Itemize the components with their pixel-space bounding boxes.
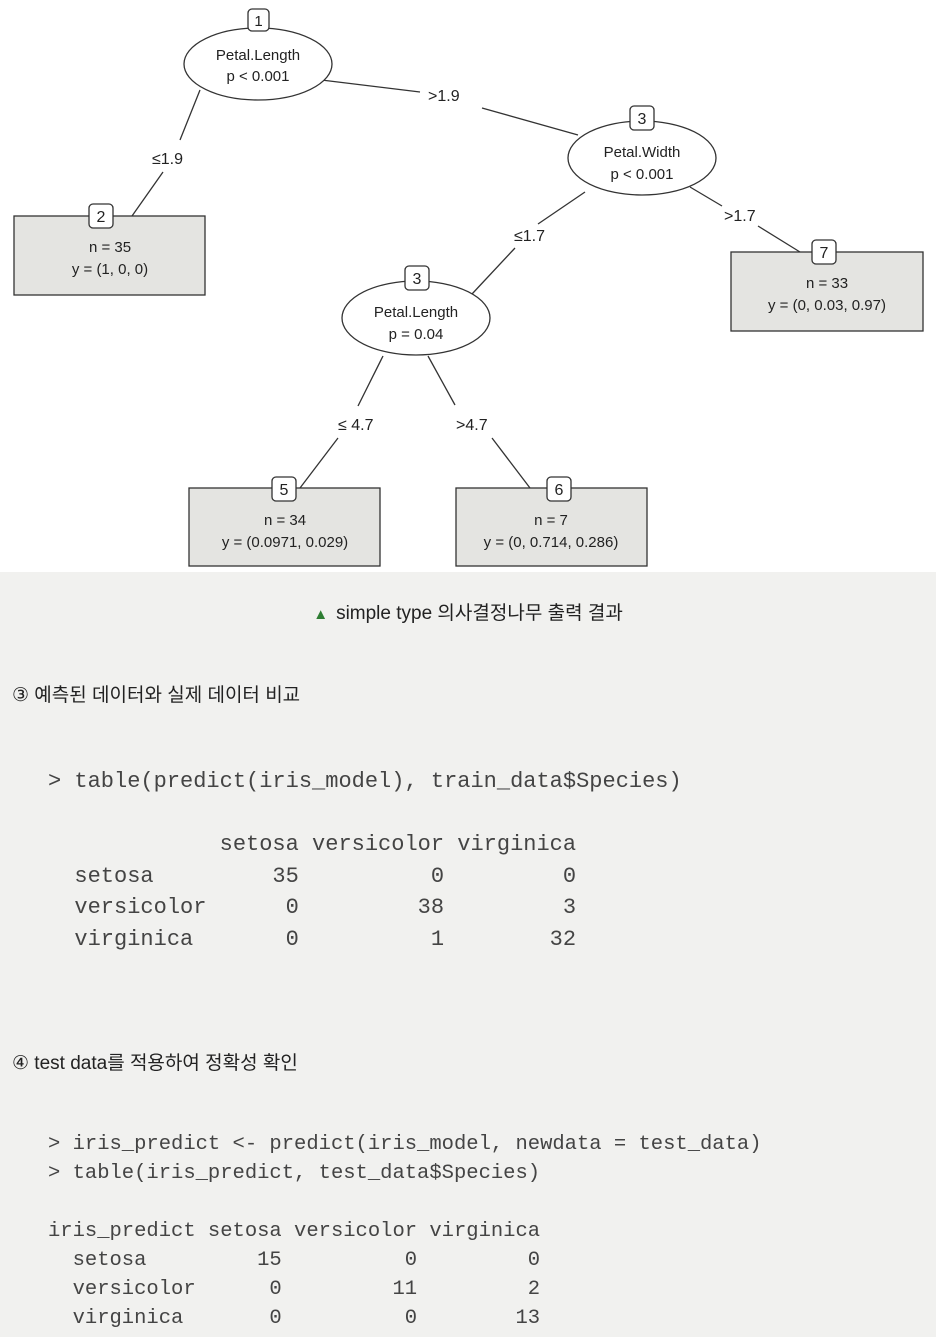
edge-label-le1.7: ≤1.7 [514, 228, 545, 245]
node-y: y = (0, 0.714, 0.286) [484, 534, 619, 551]
decision-tree-diagram: >1.9 ≤1.9 ≤1.7 >1.7 ≤ 4.7 >4.7 1 Petal.L… [13, 8, 924, 567]
node-variable: Petal.Length [216, 47, 300, 64]
edge-3-3b [471, 247, 516, 295]
edge-label-gt4.7: >4.7 [456, 417, 488, 434]
node-p-value: p < 0.001 [611, 166, 674, 183]
edge-3b-5b [299, 437, 339, 489]
node-p-value: p < 0.001 [227, 68, 290, 85]
node-id: 3 [413, 271, 422, 288]
step4-code-block: > iris_predict <- predict(iris_model, ne… [48, 1133, 762, 1330]
edge-1-2b [131, 171, 164, 217]
figure-caption: ▲ simple type 의사결정나무 출력 결과 [0, 598, 936, 625]
node-id: 6 [555, 482, 564, 499]
tree-node-5: 5 n = 34 y = (0.0971, 0.029) [188, 476, 381, 567]
node-id: 2 [97, 209, 106, 226]
node-id: 7 [820, 245, 829, 262]
edge-label-le4.7: ≤ 4.7 [338, 417, 374, 434]
edge-label-gt1.9: >1.9 [428, 88, 460, 105]
step4-title: ④ test data를 적용하여 정확성 확인 [12, 1053, 298, 1074]
edge-3b-5 [357, 355, 384, 407]
caption-text: simple type 의사결정나무 출력 결과 [336, 603, 623, 624]
node-n: n = 33 [806, 275, 848, 292]
node-p-value: p = 0.04 [389, 326, 444, 343]
tree-node-6: 6 n = 7 y = (0, 0.714, 0.286) [455, 476, 648, 567]
tree-node-3: 3 Petal.Width p < 0.001 [567, 105, 717, 196]
node-variable: Petal.Length [374, 304, 458, 321]
tree-node-1: 1 Petal.Length p < 0.001 [183, 8, 333, 101]
step3-title: ③ 예측된 데이터와 실제 데이터 비교 [12, 685, 301, 706]
node-variable: Petal.Width [604, 144, 681, 161]
edge-3-7b [757, 225, 801, 253]
node-id: 5 [280, 482, 289, 499]
edge-3-3 [537, 191, 586, 225]
node-n: n = 35 [89, 239, 131, 256]
edge-3b-6 [427, 355, 456, 406]
node-id: 3 [638, 111, 647, 128]
node-id: 1 [254, 13, 262, 30]
node-y: y = (0, 0.03, 0.97) [768, 297, 886, 314]
node-y: y = (0.0971, 0.029) [222, 534, 348, 551]
tree-node-7: 7 n = 33 y = (0, 0.03, 0.97) [730, 239, 924, 332]
node-n: n = 7 [534, 512, 568, 529]
tree-node-2: 2 n = 35 y = (1, 0, 0) [13, 203, 206, 296]
node-n: n = 34 [264, 512, 306, 529]
edge-label-gt1.7: >1.7 [724, 208, 756, 225]
edge-1-2 [179, 89, 201, 141]
node-y: y = (1, 0, 0) [72, 261, 148, 278]
step3-code-block: > table(predict(iris_model), train_data$… [48, 769, 682, 952]
edge-3b-6b [491, 437, 531, 489]
edge-1-3b [481, 107, 579, 136]
edge-3-7 [689, 186, 723, 207]
edge-label-le1.9: ≤1.9 [152, 151, 183, 168]
triangle-icon: ▲ [313, 606, 329, 623]
tree-node-3b: 3 Petal.Length p = 0.04 [341, 265, 491, 356]
